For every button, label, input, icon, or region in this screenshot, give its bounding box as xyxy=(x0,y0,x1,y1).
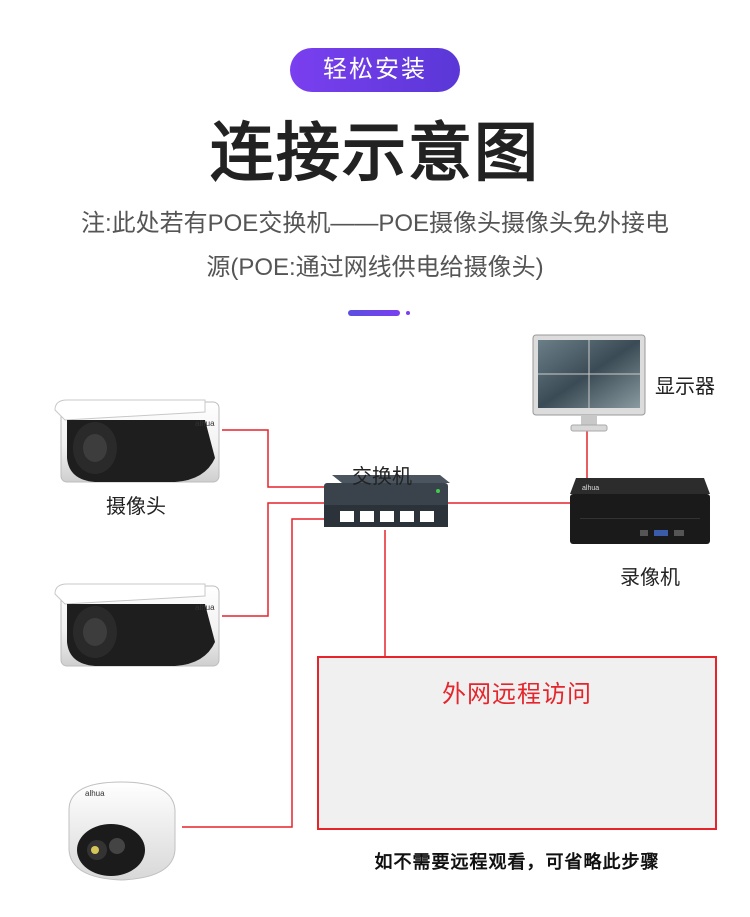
camera-label-1: 摄像头 xyxy=(106,490,166,519)
svg-text:alhua: alhua xyxy=(195,603,215,612)
line-dome-switch xyxy=(182,519,330,827)
monitor-label: 显示器 xyxy=(655,370,715,399)
svg-text:alhua: alhua xyxy=(195,419,215,428)
video-recorder: alhua xyxy=(570,478,710,544)
line-camera2-switch xyxy=(222,503,330,616)
dome-camera: alhua xyxy=(69,782,175,880)
switch-label: 交换机 xyxy=(352,460,412,489)
bullet-camera-1: alhua xyxy=(55,400,219,482)
remote-access-box: 外网远程访问 xyxy=(317,656,717,830)
remote-access-title: 外网远程访问 xyxy=(319,674,715,709)
bullet-camera-2: alhua xyxy=(55,584,219,666)
line-camera1-switch xyxy=(222,430,330,487)
monitor xyxy=(533,335,645,431)
svg-text:alhua: alhua xyxy=(85,789,105,798)
skip-step-note: 如不需要远程观看，可省略此步骤 xyxy=(317,848,717,874)
svg-text:alhua: alhua xyxy=(582,485,599,492)
recorder-label: 录像机 xyxy=(620,561,680,590)
